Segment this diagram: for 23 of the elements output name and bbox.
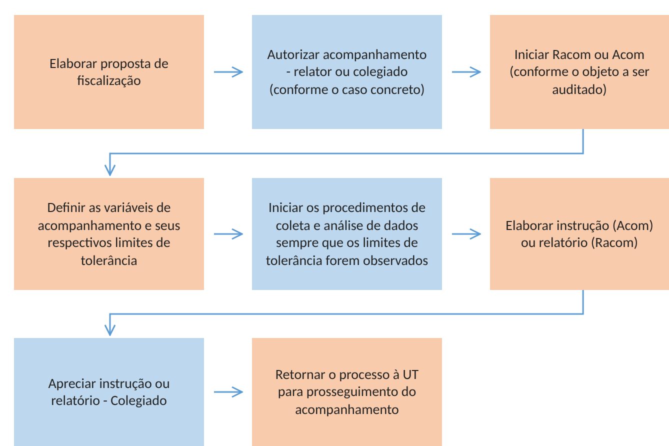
arrow [214, 228, 243, 240]
process-box [252, 178, 442, 290]
process-box [14, 178, 204, 290]
box-text: Retornar o processo à UT para prosseguimento do acompanhamento [274, 366, 420, 418]
arrow [104, 290, 584, 336]
process-box [252, 15, 442, 129]
arrow [214, 386, 243, 398]
box-text: Autorizar acompanhamento - relator ou colegiado (conforme o caso concreto) [266, 46, 428, 98]
process-box [14, 338, 204, 446]
arrow [452, 228, 481, 240]
process-box [490, 178, 669, 290]
process-box [14, 15, 204, 129]
process-box [252, 338, 442, 446]
box-text: Iniciar Racom ou Acom (conforme o objeto a ser auditado) [508, 46, 651, 98]
box-text: Iniciar os procedimentos de coleta e análise de dados sempre que os limites de tolerância forem observados [264, 199, 430, 269]
box-text: Apreciar instrução ou relatório - Colegiado [47, 374, 171, 410]
box-text: Elaborar proposta de fiscalização [48, 54, 170, 90]
process-box [490, 15, 669, 129]
arrow [452, 66, 481, 78]
box-text: Definir as variáveis de acompanhamento e seus respectivos limites de tolerância [36, 199, 182, 269]
arrow [104, 129, 584, 176]
arrow [214, 66, 243, 78]
box-text: Elaborar instrução (Acom) ou relatório (Racom) [504, 216, 654, 252]
